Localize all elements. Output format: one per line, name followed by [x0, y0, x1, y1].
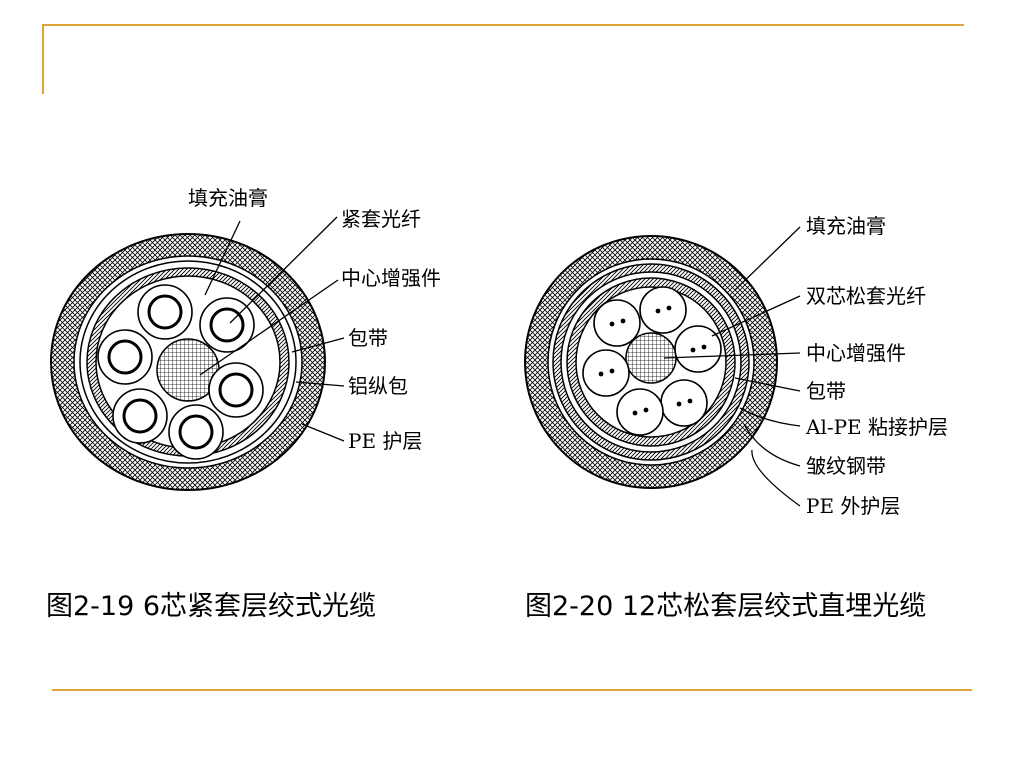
label-central-strength-member-right: 中心增强件 [806, 341, 906, 365]
right-labels: 填充油膏 双芯松套光纤 中心增强件 包带 Al-PE 粘接护层 皱纹钢带 PE … [805, 214, 948, 518]
label-pe-sheath: PE 护层 [348, 429, 422, 453]
label-dual-core-loose-tube-fiber: 双芯松套光纤 [806, 284, 926, 308]
tight-buffered-fiber [97, 329, 153, 385]
loose-tube [582, 349, 630, 397]
loose-tube [660, 379, 708, 427]
label-tape-right: 包带 [806, 379, 846, 403]
left-tight-buffered-fibers [97, 284, 264, 460]
right-cable-cross-section [524, 235, 778, 489]
loose-tube [593, 299, 641, 347]
label-pe-outer-sheath: PE 外护层 [806, 494, 900, 518]
tight-buffered-fiber [208, 362, 264, 418]
right-leader-lines [663, 226, 801, 507]
loose-tube [674, 325, 722, 373]
label-tight-buffered-fiber: 紧套光纤 [341, 207, 421, 231]
tight-buffered-fiber [112, 388, 168, 444]
caption-figure-2-19: 图2-19 6芯紧套层绞式光缆 [46, 591, 376, 622]
label-central-strength-member: 中心增强件 [341, 266, 441, 290]
bottom-accent-line [52, 689, 972, 691]
tight-buffered-fiber [137, 284, 193, 340]
caption-figure-2-20: 图2-20 12芯松套层绞式直埋光缆 [525, 591, 926, 622]
tight-buffered-fiber [168, 404, 224, 460]
tight-buffered-fiber [199, 297, 255, 353]
left-labels: 填充油膏 紧套光纤 中心增强件 包带 铝纵包 PE 护层 [188, 186, 441, 453]
top-accent-line [42, 24, 964, 26]
label-al-pe-bonded-sheath: Al-PE 粘接护层 [805, 415, 948, 439]
left-accent-line [42, 24, 44, 94]
loose-tube [616, 388, 664, 436]
label-filling-compound-right: 填充油膏 [806, 214, 886, 238]
label-aluminum-wrap: 铝纵包 [348, 374, 408, 398]
label-filling-compound: 填充油膏 [188, 186, 268, 210]
label-corrugated-steel-tape: 皱纹钢带 [806, 454, 886, 478]
left-leader-lines [199, 216, 345, 442]
right-loose-tubes [582, 286, 722, 436]
left-cable-cross-section [50, 233, 326, 491]
label-tape: 包带 [348, 326, 388, 350]
loose-tube [639, 286, 687, 334]
